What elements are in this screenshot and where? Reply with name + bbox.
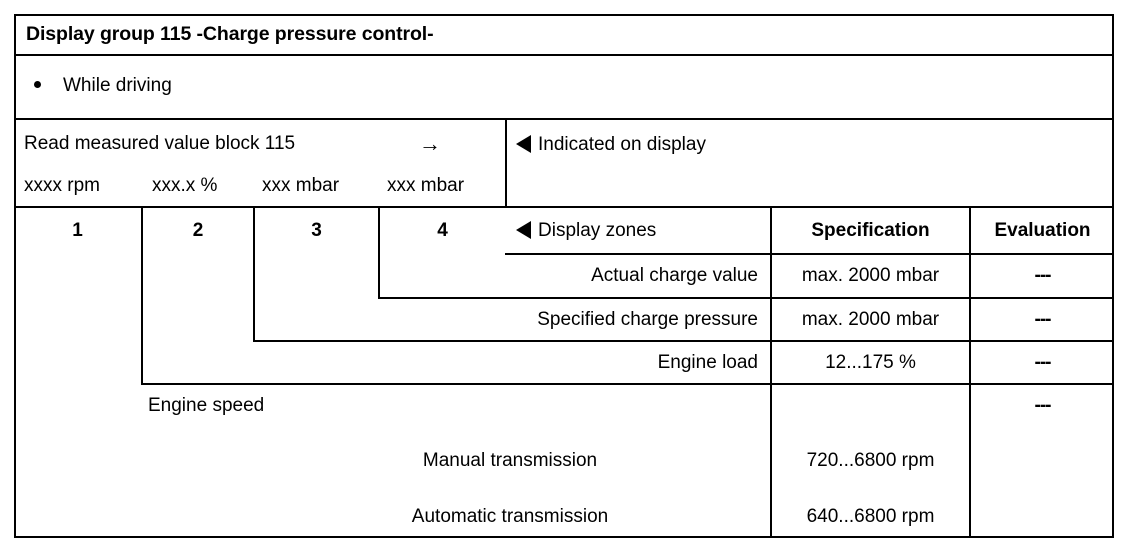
unit-label-1: xxxx rpm — [24, 175, 100, 197]
bullet-point-icon — [34, 80, 41, 88]
condition-label: While driving — [63, 75, 172, 97]
subrow-spec-manual-transmission: 720...6800 rpm — [806, 450, 935, 472]
row-spec-engine-load: 12...175 % — [825, 351, 916, 373]
rule-under-read-units — [14, 206, 505, 208]
divider-field-2-3 — [253, 206, 255, 342]
row-label-engine-speed: Engine speed — [148, 395, 265, 417]
display-zones-header: Display zones — [516, 208, 766, 253]
rule-under-zone-header — [505, 253, 1114, 255]
rule-under-title — [14, 54, 1114, 56]
unit-label-3: xxx mbar — [262, 175, 340, 197]
rule-under-engine-load — [141, 383, 1114, 385]
row-spec-specified-charge-pressure: max. 2000 mbar — [801, 308, 940, 330]
divider-specification-evaluation — [969, 206, 971, 538]
unit-label-4: xxx mbar — [387, 175, 465, 197]
rule-under-actual-charge — [378, 297, 1114, 299]
indicated-on-display-row: Indicated on display — [516, 120, 1096, 170]
subrow-label-automatic-transmission: Automatic transmission — [411, 506, 609, 528]
triangle-left-icon-2 — [516, 220, 531, 239]
row-eval-engine-speed: --- — [1034, 395, 1052, 417]
rule-under-specified-pressure — [253, 340, 1114, 342]
row-label-specified-charge-pressure: Specified charge pressure — [537, 308, 758, 330]
subrow-spec-automatic-transmission: 640...6800 rpm — [806, 506, 935, 528]
arrow-right-icon: → — [419, 131, 441, 156]
divider-read-block-right — [505, 118, 507, 208]
unit-label-2: xxx.x % — [152, 175, 218, 197]
condition-row: While driving — [34, 54, 494, 118]
triangle-left-icon — [516, 135, 531, 153]
row-spec-actual-charge-value: max. 2000 mbar — [801, 265, 940, 287]
display-zones-label: Display zones — [538, 219, 657, 241]
field-number-3: 3 — [311, 219, 322, 241]
table-outer-frame — [14, 14, 1114, 538]
row-eval-specified-charge-pressure: --- — [1034, 308, 1052, 330]
page-title: Display group 115 -Charge pressure contr… — [26, 22, 434, 45]
field-number-1: 1 — [72, 219, 83, 241]
field-number-4: 4 — [437, 219, 448, 241]
read-block-instruction: Read measured value block 115 — [24, 133, 296, 155]
divider-field-1-2 — [141, 206, 143, 385]
rule-under-indicated — [505, 206, 1114, 208]
row-eval-engine-load: --- — [1034, 351, 1052, 373]
row-label-actual-charge-value: Actual charge value — [591, 265, 758, 287]
specification-header: Specification — [811, 219, 930, 241]
row-label-engine-load: Engine load — [657, 351, 758, 373]
indicated-on-display-label: Indicated on display — [538, 134, 706, 156]
divider-field-3-4 — [378, 206, 380, 299]
divider-label-specification — [770, 206, 772, 538]
field-number-2: 2 — [192, 219, 204, 241]
evaluation-header: Evaluation — [994, 219, 1091, 241]
row-eval-actual-charge-value: --- — [1034, 265, 1052, 287]
rule-under-condition — [14, 118, 1114, 120]
subrow-label-manual-transmission: Manual transmission — [422, 450, 598, 472]
